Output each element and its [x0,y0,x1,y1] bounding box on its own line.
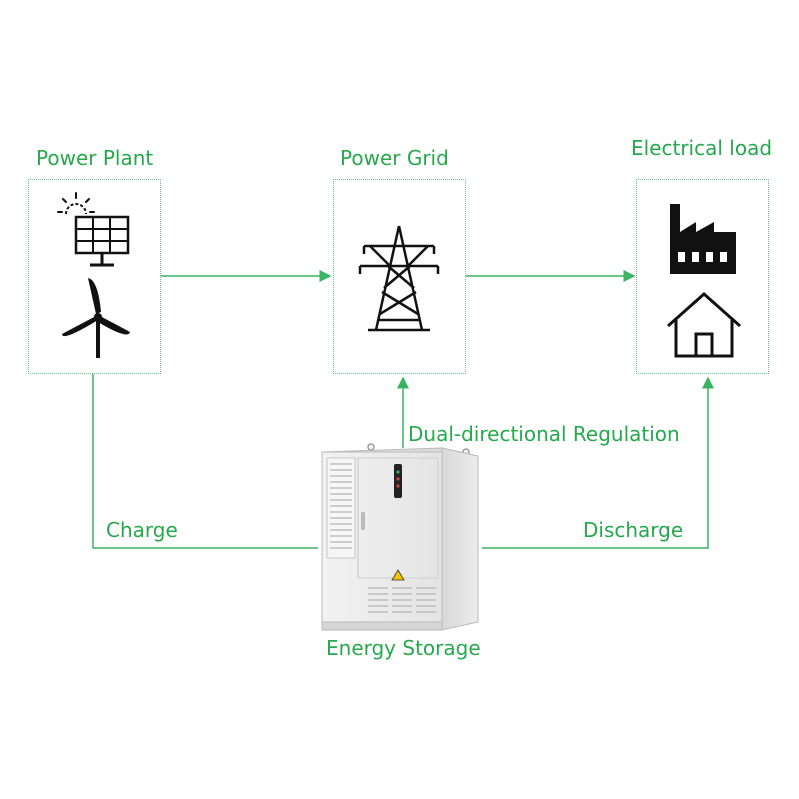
power-grid-label: Power Grid [340,146,449,170]
solar-panel-icon [74,215,130,267]
power-plant-label: Power Plant [36,146,154,170]
discharge-label: Discharge [583,518,684,542]
discharge-arrow [482,376,714,549]
solar-sun-icon [57,192,95,215]
charge-line [92,374,318,549]
charge-label: Charge [106,518,178,542]
storage-cabinet-icon [321,443,479,631]
power-plant-box [28,179,161,374]
factory-icon [670,204,736,274]
electrical-load-label: Electrical load [631,136,773,160]
power-grid-box [333,179,466,374]
transmission-tower-icon [358,225,440,332]
energy-storage-label: Energy Storage [326,636,481,660]
regulation-label: Dual-directional Regulation [408,422,680,446]
electrical-load-box [636,179,769,374]
wind-turbine-icon [62,278,130,358]
house-icon [667,291,741,358]
